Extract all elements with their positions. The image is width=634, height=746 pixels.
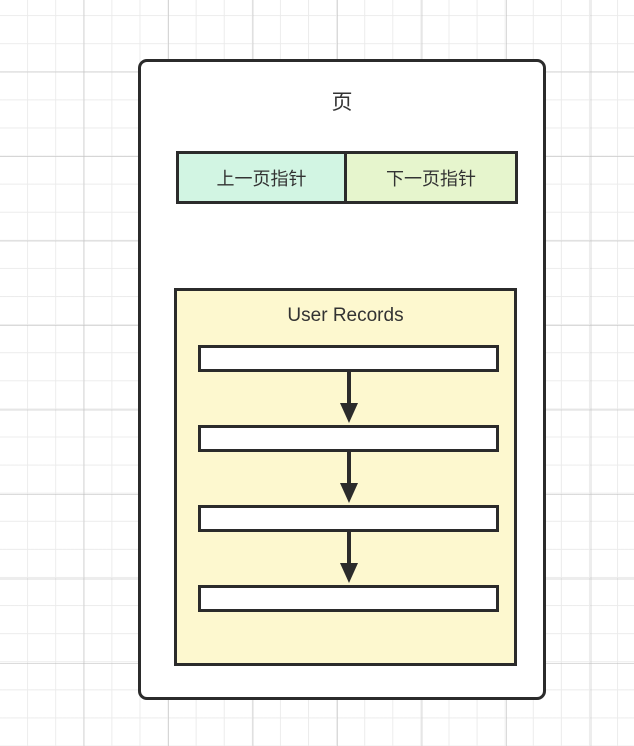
record-link-arrow-icon [198, 452, 499, 505]
user-record-row[interactable] [198, 505, 499, 532]
user-record-row[interactable] [198, 425, 499, 452]
user-records-panel: User Records [174, 288, 517, 666]
record-link-arrow-icon [198, 372, 499, 425]
user-record-row[interactable] [198, 345, 499, 372]
user-records-title: User Records [287, 305, 404, 326]
record-link-arrow-icon [198, 532, 499, 585]
user-record-list [198, 345, 499, 612]
next-page-pointer-label: 下一页指针 [386, 168, 476, 189]
prev-page-pointer-cell[interactable]: 上一页指针 [179, 154, 347, 201]
page-card: 页 上一页指针 下一页指针 User Records [138, 59, 546, 700]
page-title: 页 [331, 91, 353, 114]
prev-page-pointer-label: 上一页指针 [216, 168, 307, 189]
page-pointer-row: 上一页指针 下一页指针 [176, 151, 518, 204]
user-record-row[interactable] [198, 585, 499, 612]
next-page-pointer-cell[interactable]: 下一页指针 [347, 154, 515, 201]
